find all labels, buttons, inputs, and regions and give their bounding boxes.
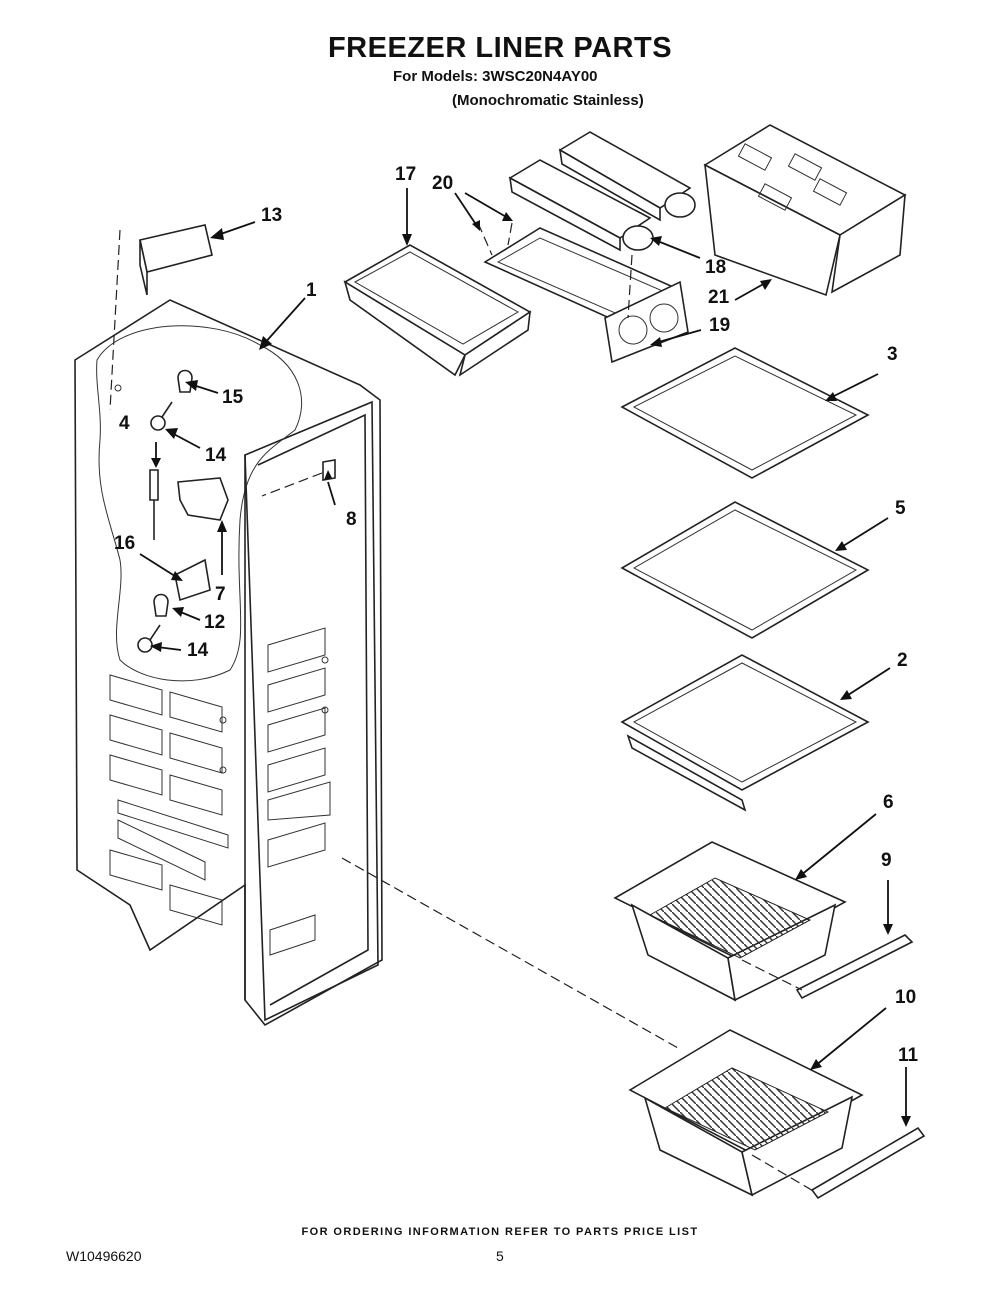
part-17-tray <box>343 244 532 377</box>
leader-arrows <box>139 188 911 1127</box>
part-label-20: 20 <box>432 173 453 194</box>
document-number: W10496620 <box>66 1248 142 1264</box>
part-label-17: 17 <box>395 164 416 185</box>
part-5-shelf <box>620 501 870 639</box>
part-label-10: 10 <box>895 987 916 1008</box>
part-19-bucket <box>483 227 689 364</box>
part-label-15: 15 <box>222 387 244 408</box>
part-label-8: 8 <box>346 509 357 530</box>
part-label-3: 3 <box>887 344 898 365</box>
alignment-lines <box>109 222 816 1193</box>
part-label-2: 2 <box>897 650 908 671</box>
part-label-16: 16 <box>114 533 135 554</box>
ordering-note: FOR ORDERING INFORMATION REFER TO PARTS … <box>301 1226 699 1238</box>
part-label-13: 13 <box>261 205 282 226</box>
freezer-liner <box>74 299 383 1027</box>
part-label-5: 5 <box>895 498 906 519</box>
part-18-ice-trays <box>508 131 696 252</box>
part-21-rack <box>703 124 907 297</box>
part-label-4: 4 <box>119 413 130 434</box>
part-3-shelf <box>620 347 870 479</box>
part-9-glide <box>795 934 914 1000</box>
page-number: 5 <box>496 1248 504 1264</box>
part-label-19: 19 <box>709 315 730 336</box>
part-label-14-lower: 14 <box>187 640 209 661</box>
part-label-9: 9 <box>881 850 892 871</box>
part-6-drawer <box>613 841 847 1002</box>
callout-labels: 1 2 3 4 5 6 7 8 9 10 11 12 13 14 14 15 1… <box>114 164 919 1066</box>
part-label-18: 18 <box>705 257 726 278</box>
part-label-11: 11 <box>898 1045 919 1066</box>
part-label-12: 12 <box>204 612 225 633</box>
finish-line: (Monochromatic Stainless) <box>452 92 644 109</box>
small-parts <box>137 224 336 653</box>
part-11-glide <box>810 1126 926 1200</box>
part-label-21: 21 <box>708 287 730 308</box>
part-2-shelf <box>620 654 870 812</box>
part-label-1: 1 <box>306 280 317 301</box>
part-label-7: 7 <box>215 584 226 605</box>
models-line: For Models: 3WSC20N4AY00 <box>393 68 598 85</box>
page-title: FREEZER LINER PARTS <box>327 32 673 64</box>
part-10-drawer <box>628 1029 864 1197</box>
part-label-14-upper: 14 <box>205 445 227 466</box>
part-label-6: 6 <box>883 792 894 813</box>
